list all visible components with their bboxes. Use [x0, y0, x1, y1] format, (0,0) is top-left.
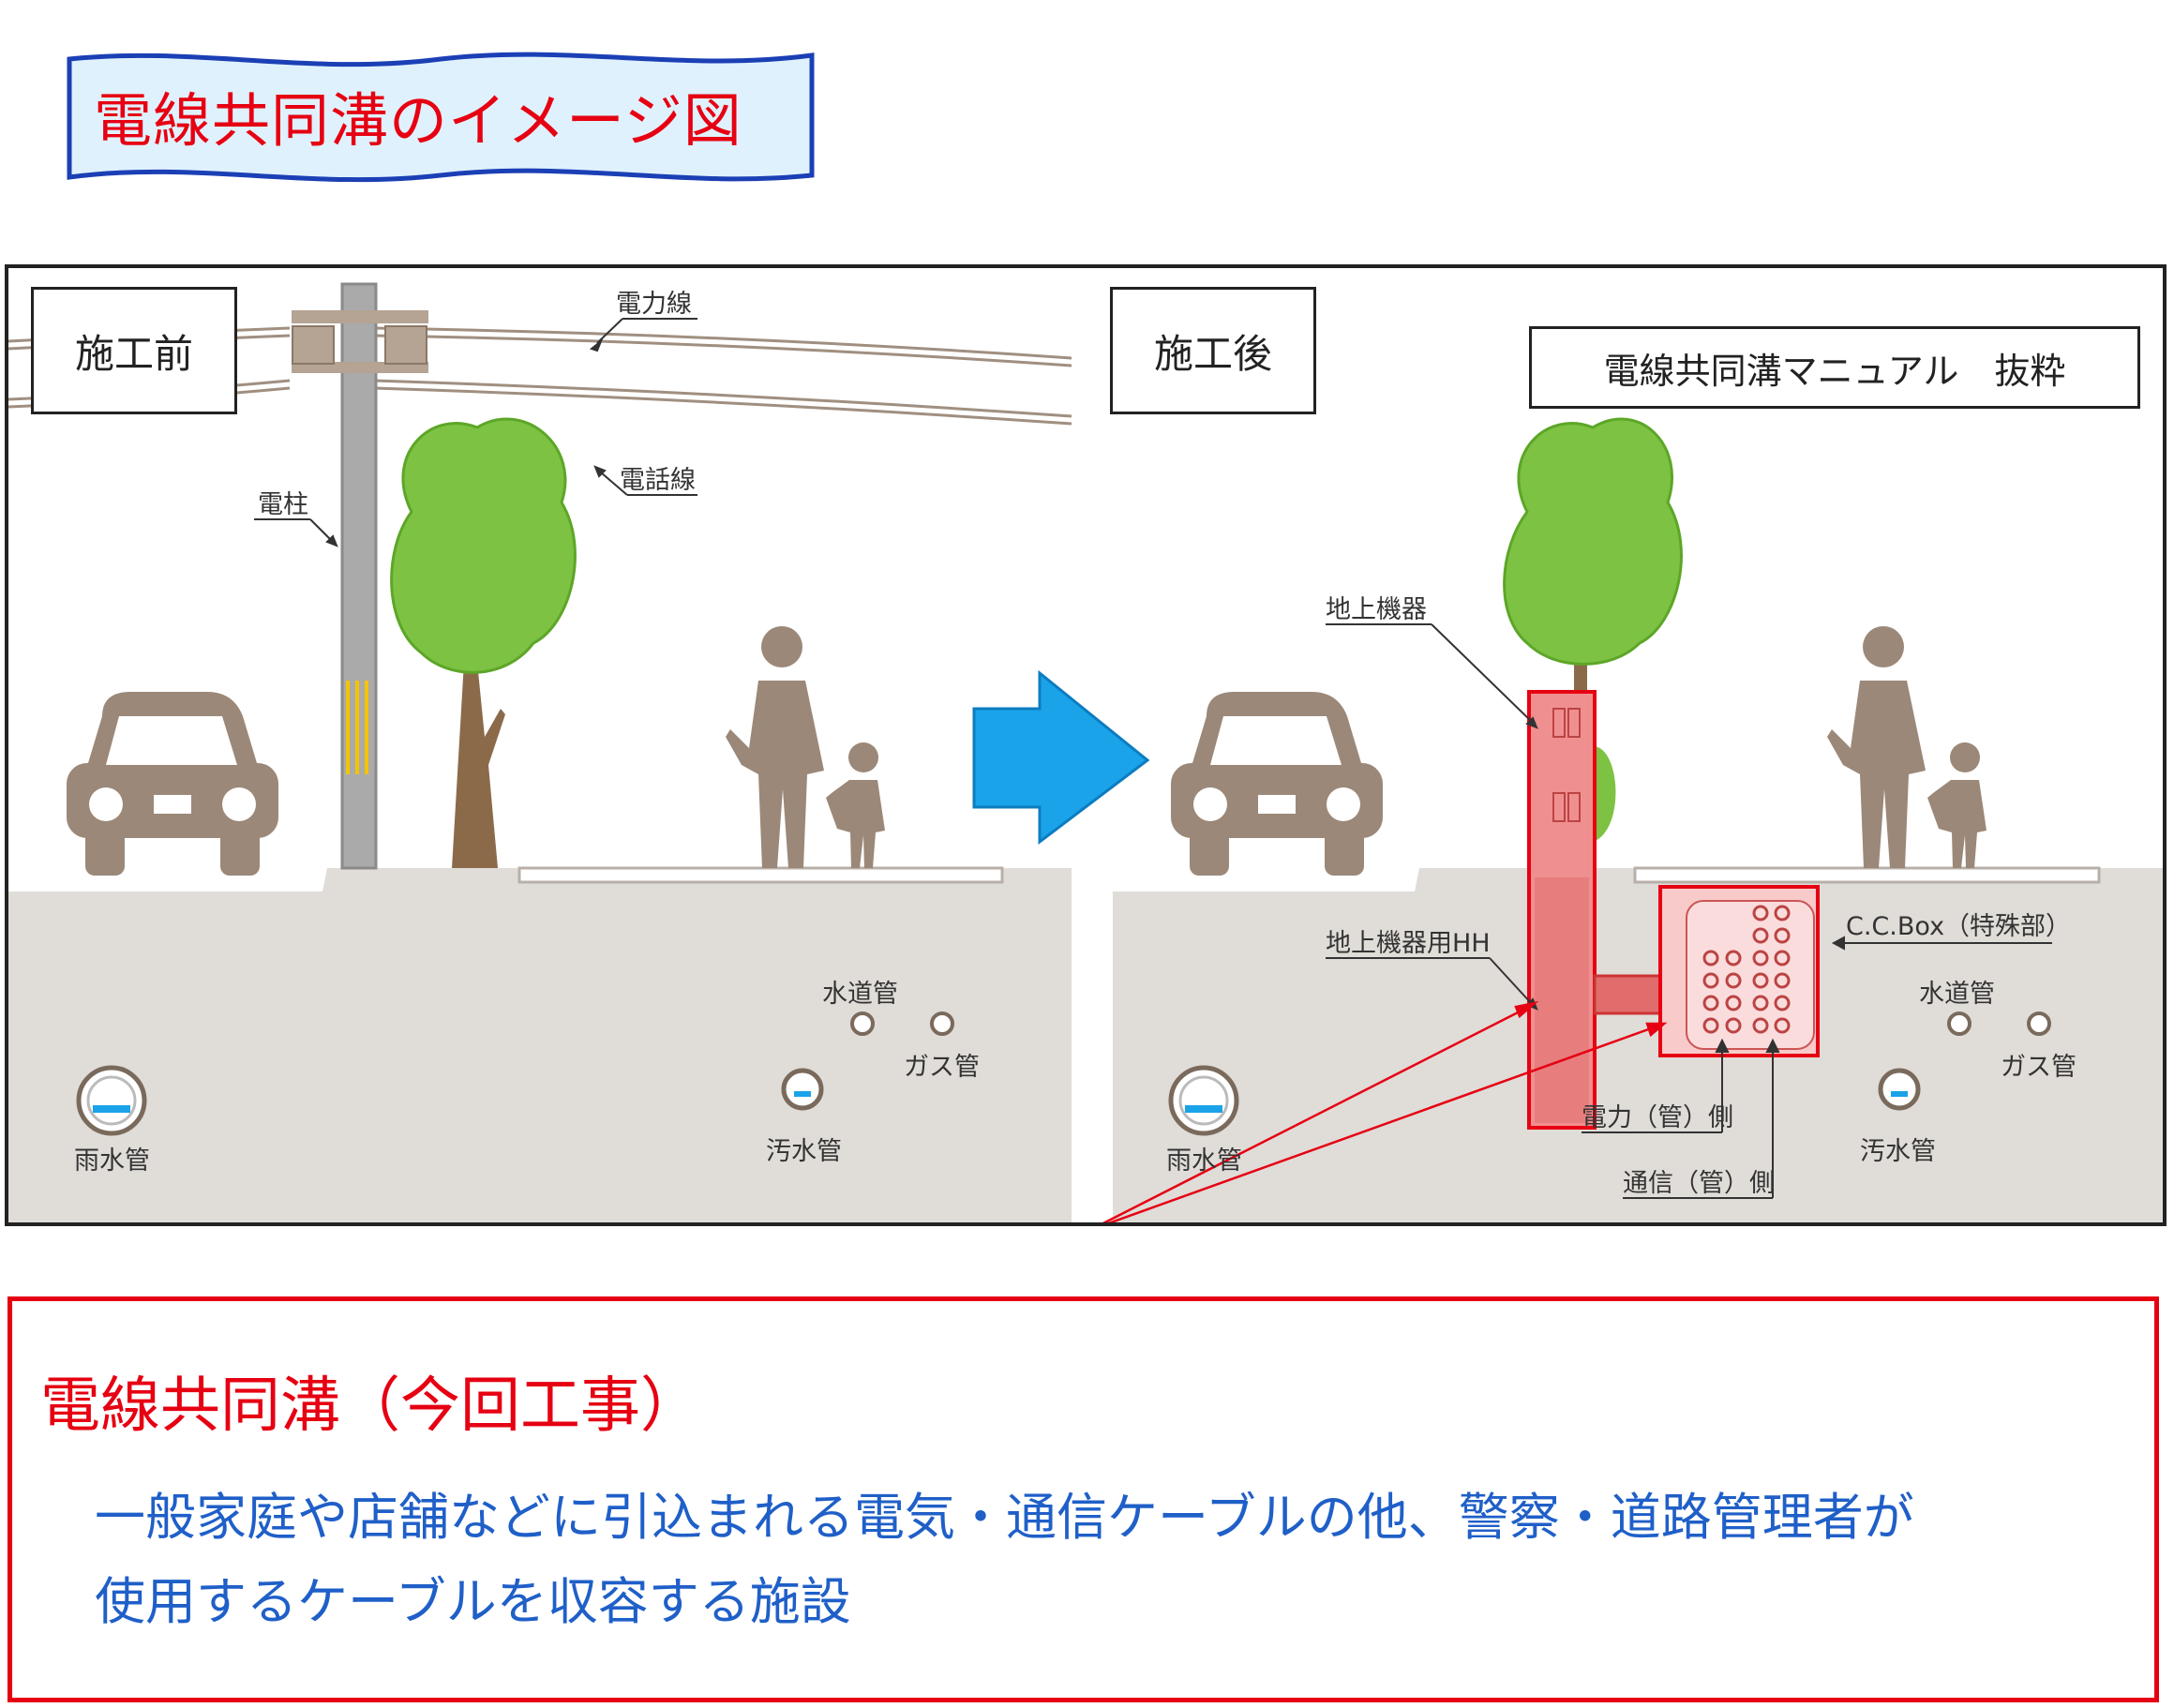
car-before	[67, 692, 278, 876]
pole-label: 電柱	[258, 490, 308, 519]
pipes-before	[76, 1011, 954, 1136]
title-banner	[67, 52, 815, 183]
description-title: 電線共同溝（今回工事）	[40, 1371, 700, 1441]
diagram-illustration	[8, 282, 2163, 1222]
comm-side-label: 通信（管）側	[1623, 1169, 1775, 1198]
sewage-pipe-label-after: 汚水管	[1860, 1137, 1936, 1166]
callout-lines	[1102, 1000, 1668, 1222]
duct-circles	[1702, 905, 1791, 1034]
ground-equipment	[1527, 690, 1662, 1130]
sidewalk-curb	[517, 866, 1004, 884]
transformer-left	[292, 325, 335, 365]
page-title: 電線共同溝のイメージ図	[94, 86, 742, 155]
description-line-1: 一般家庭や店舗などに引込まれる電気・通信ケーブルの他、警察・道路管理者が	[95, 1488, 1914, 1547]
sewage-pipe-label: 汚水管	[766, 1137, 842, 1166]
cc-box-label: C.C.Box（特殊部）	[1846, 912, 2072, 941]
description-box: 電線共同溝（今回工事） 一般家庭や店舗などに引込まれる電気・通信ケーブルの他、警…	[7, 1296, 2159, 1702]
pole-warning-stripes	[346, 681, 368, 774]
adult-child-before	[726, 626, 885, 868]
before-label: 施工前	[31, 287, 237, 414]
storm-pipe-label-after: 雨水管	[1166, 1146, 1242, 1176]
description-line-2: 使用するケーブルを収容する施設	[95, 1572, 851, 1631]
after-leaders	[1326, 623, 2052, 1199]
source-note: 電線共同溝マニュアル 抜粋	[1529, 326, 2140, 409]
ground-before	[8, 868, 1072, 1222]
water-pipe-label: 水道管	[822, 980, 898, 1009]
storm-pipe-label: 雨水管	[74, 1146, 150, 1176]
power-line-label: 電力線	[616, 290, 692, 319]
gas-pipe-label-after: ガス管	[2001, 1053, 2077, 1082]
pipes-after	[1168, 1011, 2051, 1136]
gas-pipe-label: ガス管	[904, 1053, 980, 1082]
adult-child-after	[1827, 626, 1987, 868]
diagram-panel: 施工前 施工後 電線共同溝マニュアル 抜粋 電力線 電話線 電柱 地上機器 地上…	[5, 264, 2167, 1226]
after-scene	[1113, 417, 2163, 1222]
power-side-label: 電力（管）側	[1582, 1103, 1733, 1132]
after-label: 施工後	[1110, 287, 1316, 414]
pole-crossarm	[292, 310, 428, 323]
ground-equipment-label: 地上機器	[1326, 595, 1427, 624]
ground-after	[1113, 868, 2163, 1222]
before-scene	[8, 282, 1072, 1222]
tree-before	[390, 417, 577, 868]
car-after	[1171, 692, 1383, 876]
before-leaders	[254, 318, 697, 547]
cc-box	[1658, 885, 1820, 1057]
transition-arrow	[972, 669, 1150, 846]
phone-line-label: 電話線	[620, 466, 696, 495]
water-pipe-label-after: 水道管	[1919, 980, 1995, 1009]
ground-equipment-hh-label: 地上機器用HH	[1326, 929, 1491, 958]
transformer-right	[384, 325, 427, 365]
